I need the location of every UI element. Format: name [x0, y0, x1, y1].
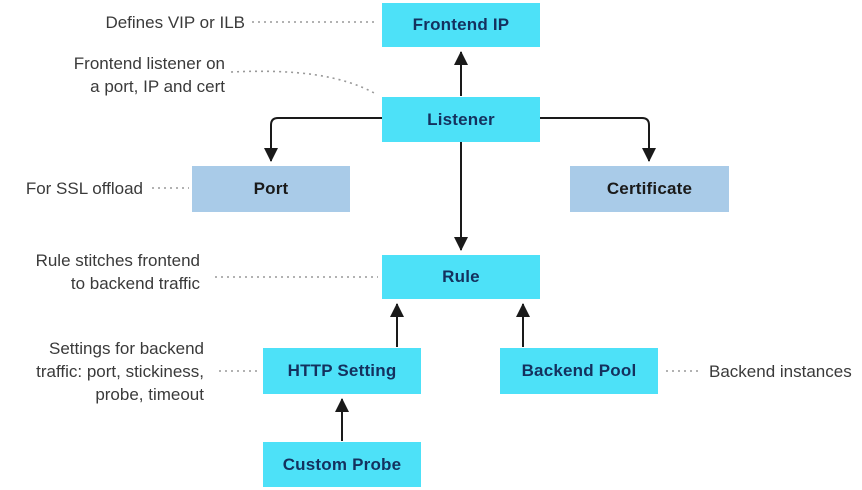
annotation-ssl-offload: For SSL offload [25, 179, 143, 198]
node-http-setting: HTTP Setting [263, 348, 421, 394]
annotation-rule-stitches: Rule stitches frontend to backend traffi… [35, 251, 200, 293]
annotation-backend-settings: Settings for backend traffic: port, stic… [36, 339, 204, 404]
annotation-backend-instances: Backend instances [709, 362, 852, 381]
annotation-defines-vip: Defines VIP or ILB [105, 13, 245, 32]
node-listener: Listener [382, 97, 540, 142]
annotation-frontend-listener: Frontend listener on a port, IP and cert [73, 54, 225, 96]
node-port: Port [192, 166, 350, 212]
node-custom-probe: Custom Probe [263, 442, 421, 487]
node-backend-pool: Backend Pool [500, 348, 658, 394]
node-frontend-ip: Frontend IP [382, 3, 540, 47]
node-rule: Rule [382, 255, 540, 299]
edge-listener-certificate [540, 117, 656, 162]
leader-frontend-listener [230, 70, 377, 95]
edge-listener-port [264, 117, 382, 162]
node-certificate: Certificate [570, 166, 729, 212]
